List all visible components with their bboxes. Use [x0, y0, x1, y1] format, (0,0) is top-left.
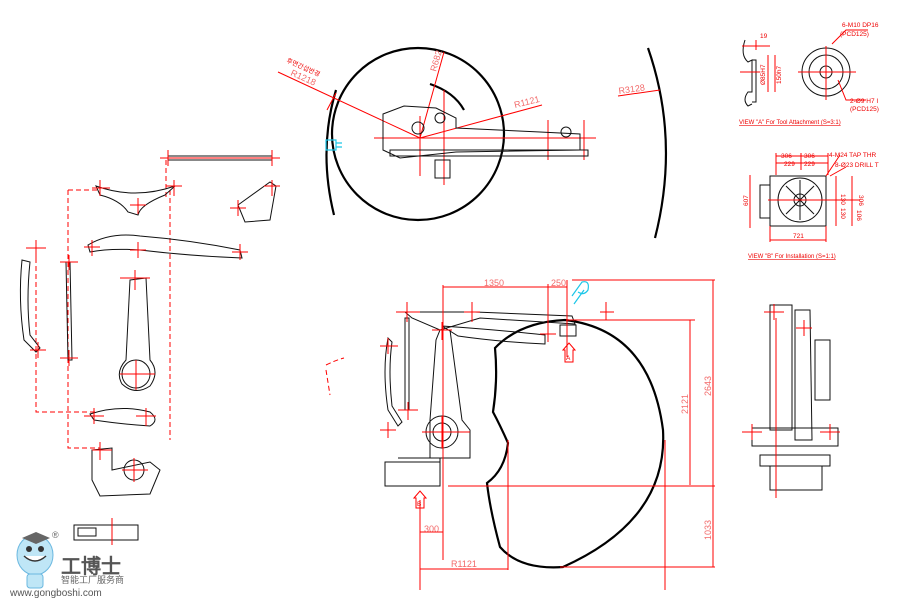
- dim-19: 19: [760, 33, 768, 40]
- view-b: 306 306 229 229 4-M24 TAP THR 8-Ø23 DRIL…: [743, 152, 879, 260]
- view-a: 19 Ø85H7 150h7 6-M10 DP16 (PCD125) 2-Ø9 …: [739, 22, 879, 126]
- dim-r1121-base: R1121: [451, 559, 477, 569]
- watermark-logo: ® 工博士 智能工厂服务商 www.gongboshi.com: [9, 530, 124, 599]
- top-view: 후면간섭반경 R1218 R682 R1121 R3128: [277, 46, 668, 239]
- dim-2121: 2121: [680, 394, 690, 414]
- dim-250: 250: [551, 278, 566, 288]
- dim-r1121-top: R1121: [513, 94, 541, 110]
- view-b-marker: B: [417, 501, 421, 508]
- view-a-marker: A: [566, 355, 571, 362]
- dim-229-left: 229: [784, 161, 795, 168]
- dim-300: 300: [424, 524, 439, 534]
- dim-106: 106: [855, 210, 862, 221]
- dim-130-top: 130: [839, 194, 846, 205]
- view-a-tap-pcd: (PCD125): [840, 31, 869, 38]
- view-a-title: VIEW "A" For Tool Attachment (S=3:1): [739, 120, 841, 126]
- dim-607: 607: [743, 195, 750, 206]
- exploded-parts: [19, 150, 280, 545]
- brand-tagline: 智能工厂服务商: [61, 574, 124, 585]
- dim-r3128: R3128: [618, 82, 646, 96]
- dim-130-bottom: 130: [839, 208, 846, 219]
- view-a-pin-note: 2-Ø9 H7 I: [850, 98, 878, 105]
- dim-306-vertical: 306: [857, 195, 864, 206]
- dim-outer: 150h7: [776, 66, 783, 84]
- dim-306-left: 306: [781, 153, 792, 160]
- registered-mark: ®: [52, 530, 59, 540]
- dim-1350: 1350: [484, 278, 504, 288]
- dim-721: 721: [793, 233, 804, 240]
- dim-229-right: 229: [804, 161, 815, 168]
- view-a-pin-pcd: (PCD125): [850, 106, 879, 113]
- dim-306-right: 306: [804, 153, 815, 160]
- dim-2643: 2643: [703, 376, 713, 396]
- brand-name: 工博士: [61, 554, 121, 578]
- side-view: A B 1350 250 2643 2121 1033 300 R1121: [325, 278, 715, 590]
- front-view: [742, 304, 840, 498]
- dim-1033: 1033: [703, 520, 713, 540]
- dim-bore: Ø85H7: [760, 64, 767, 85]
- view-b-title: VIEW "B" For Installation (S=1:1): [748, 254, 836, 260]
- view-b-drill-note: 8-Ø23 DRILL T: [835, 162, 879, 169]
- view-b-tap-note: 4-M24 TAP THR: [829, 152, 877, 159]
- view-a-tap-note: 6-M10 DP16: [842, 22, 879, 29]
- brand-url: www.gongboshi.com: [9, 588, 102, 599]
